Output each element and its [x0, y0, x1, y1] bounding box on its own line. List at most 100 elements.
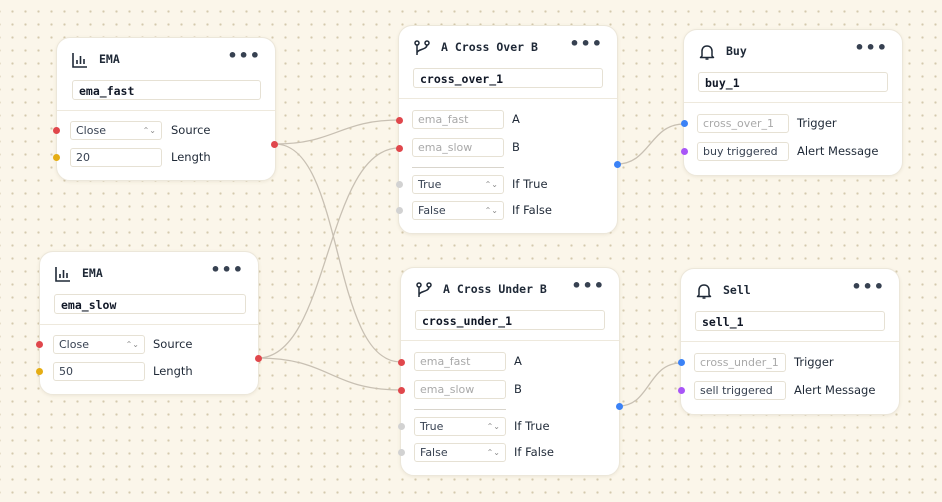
length-input[interactable]: 20	[70, 148, 162, 167]
select-arrow-icon: ⌃⌄	[486, 422, 500, 431]
if-false-select[interactable]: False ⌃⌄	[414, 443, 506, 462]
a-port[interactable]	[396, 117, 403, 124]
source-select[interactable]: Close ⌃⌄	[70, 121, 162, 140]
select-arrow-icon: ⌃⌄	[142, 126, 156, 135]
source-select[interactable]: Close ⌃⌄	[53, 335, 145, 354]
trigger-input[interactable]: cross_under_1	[694, 353, 786, 372]
ema-slow-node[interactable]: EMA ••• ema_slow Close ⌃⌄ Source 50 Leng…	[36, 251, 262, 395]
b-input[interactable]: ema_slow	[412, 138, 504, 157]
trigger-label: Trigger	[797, 116, 837, 130]
if-true-select[interactable]: True ⌃⌄	[414, 417, 506, 436]
b-port[interactable]	[396, 145, 403, 152]
source-port[interactable]	[53, 127, 60, 134]
node-name-input[interactable]: cross_over_1	[413, 68, 603, 88]
a-input[interactable]: ema_fast	[414, 352, 506, 371]
a-input[interactable]: ema_fast	[412, 110, 504, 129]
if-true-row: True ⌃⌄ If True	[396, 175, 617, 195]
alert-message-input[interactable]: sell triggered	[694, 381, 786, 400]
if-true-select-value: True	[418, 178, 442, 191]
more-menu-icon[interactable]: •••	[227, 46, 261, 65]
source-select-value: Close	[59, 338, 89, 351]
length-label: Length	[171, 150, 211, 164]
if-true-select-value: True	[420, 420, 444, 433]
if-false-label: If False	[514, 445, 554, 459]
if-true-port[interactable]	[396, 181, 403, 188]
if-false-row: False ⌃⌄ If False	[396, 201, 617, 221]
select-arrow-icon: ⌃⌄	[484, 180, 498, 189]
output-port[interactable]	[614, 161, 621, 168]
a-label: A	[512, 112, 520, 126]
section-divider	[414, 409, 506, 410]
output-port[interactable]	[616, 403, 623, 410]
alert-message-port[interactable]	[678, 387, 685, 394]
cross-under-node[interactable]: A Cross Under B ••• cross_under_1 ema_fa…	[398, 267, 623, 476]
node-name-input[interactable]: cross_under_1	[415, 310, 605, 330]
b-port[interactable]	[398, 387, 405, 394]
more-menu-icon[interactable]: •••	[571, 276, 605, 295]
node-title: EMA	[82, 266, 103, 280]
if-true-port[interactable]	[398, 423, 405, 430]
length-port[interactable]	[53, 154, 60, 161]
more-menu-icon[interactable]: •••	[854, 38, 888, 57]
trigger-port[interactable]	[678, 359, 685, 366]
source-select-value: Close	[76, 124, 106, 137]
trigger-label: Trigger	[794, 355, 834, 369]
section-divider	[412, 167, 504, 168]
output-port[interactable]	[255, 355, 262, 362]
select-arrow-icon: ⌃⌄	[486, 448, 500, 457]
trigger-input[interactable]: cross_over_1	[697, 114, 789, 133]
more-menu-icon[interactable]: •••	[851, 277, 885, 296]
source-label: Source	[153, 337, 193, 351]
more-menu-icon[interactable]: •••	[569, 34, 603, 53]
select-arrow-icon: ⌃⌄	[484, 206, 498, 215]
source-row: Close ⌃⌄ Source	[36, 335, 258, 355]
trigger-port[interactable]	[681, 120, 688, 127]
b-row: ema_slow B	[398, 380, 619, 400]
node-divider	[399, 98, 617, 99]
if-false-select[interactable]: False ⌃⌄	[412, 201, 504, 220]
wire-ema-fast-to-crossunder-a	[274, 143, 402, 363]
length-port[interactable]	[36, 368, 43, 375]
node-divider	[684, 102, 902, 103]
node-name-input[interactable]: ema_fast	[72, 80, 261, 100]
ema-fast-node[interactable]: EMA ••• ema_fast Close ⌃⌄ Source 20 Leng…	[53, 37, 278, 181]
sell-node[interactable]: Sell ••• sell_1 cross_under_1 Trigger se…	[678, 268, 900, 415]
if-true-select[interactable]: True ⌃⌄	[412, 175, 504, 194]
if-false-row: False ⌃⌄ If False	[398, 443, 619, 463]
node-title: A Cross Over B	[441, 40, 538, 54]
node-divider	[57, 110, 275, 111]
node-divider	[681, 341, 899, 342]
alert-message-input[interactable]: buy triggered	[697, 142, 789, 161]
source-port[interactable]	[36, 341, 43, 348]
bell-icon	[698, 43, 716, 61]
branch-icon	[415, 281, 433, 299]
node-title: A Cross Under B	[443, 282, 547, 296]
length-input[interactable]: 50	[53, 362, 145, 381]
alert-message-row: sell triggered Alert Message	[678, 381, 899, 401]
if-false-port[interactable]	[398, 449, 405, 456]
trigger-row: cross_under_1 Trigger	[678, 353, 899, 373]
source-label: Source	[171, 123, 211, 137]
node-name-input[interactable]: buy_1	[698, 72, 888, 92]
output-port[interactable]	[271, 141, 278, 148]
wire-ema-slow-to-crossover-b	[257, 147, 400, 359]
node-divider	[401, 340, 619, 341]
more-menu-icon[interactable]: •••	[210, 260, 244, 279]
bar-chart-icon	[54, 265, 72, 283]
alert-message-label: Alert Message	[797, 144, 879, 158]
if-false-select-value: False	[418, 204, 446, 217]
node-name-input[interactable]: ema_slow	[54, 294, 246, 314]
buy-node[interactable]: Buy ••• buy_1 cross_over_1 Trigger buy t…	[681, 29, 903, 176]
alert-message-port[interactable]	[681, 148, 688, 155]
a-row: ema_fast A	[396, 110, 617, 130]
wire-crossover-to-buy-trigger	[616, 123, 685, 165]
length-row: 20 Length	[53, 148, 275, 168]
node-title: EMA	[99, 52, 120, 66]
alert-message-row: buy triggered Alert Message	[681, 142, 902, 162]
wire-ema-fast-to-crossover-a	[274, 119, 400, 145]
cross-over-node[interactable]: A Cross Over B ••• cross_over_1 ema_fast…	[396, 25, 621, 234]
if-false-port[interactable]	[396, 207, 403, 214]
node-name-input[interactable]: sell_1	[695, 311, 885, 331]
b-input[interactable]: ema_slow	[414, 380, 506, 399]
a-port[interactable]	[398, 359, 405, 366]
